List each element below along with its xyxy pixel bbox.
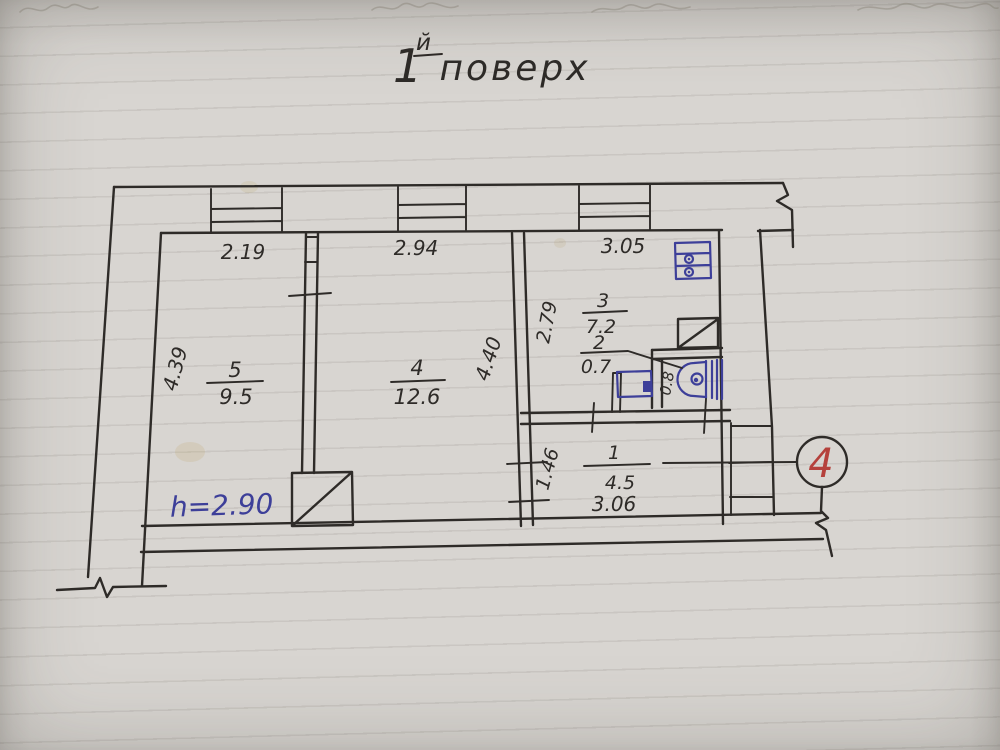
- kitchen-area: 7.2: [586, 316, 616, 338]
- hall-label: 1 4.5: [583, 442, 651, 494]
- inner-wall-left: [140, 231, 163, 588]
- toilet: [676, 358, 724, 434]
- hall-fraction-bar: [583, 463, 651, 467]
- room5-area: 9.5: [219, 385, 252, 409]
- stove-burner: [683, 253, 695, 265]
- wc-area: 0.7: [581, 356, 611, 378]
- hall-left-door-jambs: [506, 461, 550, 503]
- window-room5: [210, 187, 283, 234]
- dim-room5-width: 2.19: [221, 240, 266, 264]
- toilet-bowl-inner: [690, 372, 704, 386]
- corner-unit: [676, 316, 720, 350]
- furnace: [290, 470, 355, 528]
- room5-label: 5 9.5: [206, 358, 264, 409]
- gas-stove: [673, 240, 713, 281]
- corner-unit-glyph: [676, 316, 720, 350]
- wall-room5-room4-tick: [288, 292, 332, 297]
- title-floor-number: 1: [393, 39, 422, 93]
- wall-room4-kitchen: [510, 231, 535, 528]
- dim-room5-depth: 4.39: [158, 344, 193, 393]
- wall-room5-room4-joints: [304, 236, 319, 263]
- stove-burner: [683, 266, 695, 278]
- building-outline: [55, 181, 834, 599]
- sink-outline: [615, 369, 654, 399]
- dim-room4-depth: 4.40: [470, 334, 507, 384]
- outer-wall-top: [112, 181, 785, 189]
- toilet-tank: [704, 358, 724, 401]
- stove-outline: [673, 240, 713, 281]
- title-floor-word: поверх: [439, 48, 590, 89]
- pencil-scribble: [371, 2, 459, 11]
- toilet-bowl-dot: [693, 377, 699, 383]
- interior-walls: [288, 231, 732, 528]
- window-room4: [397, 185, 467, 232]
- stove-burner-dot: [687, 257, 691, 261]
- pencil-scribble: [591, 3, 691, 13]
- outer-wall-bottom: [139, 537, 825, 554]
- title: 1 й поверх: [393, 30, 590, 93]
- porch-top-wall: [756, 228, 795, 233]
- ceiling-height-note: h=2.90: [169, 487, 274, 524]
- toilet-drain-line: [703, 398, 707, 434]
- dim-hall-width: 3.06: [592, 492, 637, 516]
- room4-area: 12.6: [394, 385, 441, 409]
- room5-number: 5: [228, 358, 241, 382]
- stain: [554, 238, 566, 248]
- windows: [210, 184, 651, 234]
- window-glyph: [578, 184, 651, 231]
- porch-right-wall: [758, 228, 776, 517]
- dim-wc-width: 0.8: [656, 370, 678, 397]
- room5-fraction-bar: [206, 380, 264, 384]
- apartment-number: 4: [808, 441, 833, 487]
- room4-fraction-bar: [390, 379, 446, 383]
- badge-leader-line: [662, 461, 798, 464]
- wall-break-top-right: [775, 181, 795, 249]
- wall-kitchen-hall: [519, 408, 732, 426]
- wc-number: 2: [593, 332, 605, 354]
- wc-label: 2 0.7: [580, 332, 683, 378]
- hall-area: 4.5: [605, 472, 635, 494]
- inner-wall-bottom: [140, 511, 823, 528]
- hall-number: 1: [608, 442, 620, 464]
- stove-burner-dot: [687, 270, 691, 274]
- dim-kitchen-depth: 2.79: [532, 299, 562, 345]
- inner-wall-top: [159, 228, 724, 235]
- wc-top-wall: [650, 346, 724, 361]
- wall-room5-room4: [300, 231, 320, 475]
- window-glyph: [210, 187, 283, 234]
- kitchen-label: 3 7.2: [582, 290, 628, 338]
- dim-room4-width: 2.94: [394, 236, 439, 260]
- sink-tap: [643, 381, 652, 392]
- pencil-scribble: [857, 2, 999, 11]
- window-glyph: [397, 185, 467, 232]
- room4-number: 4: [410, 356, 423, 380]
- apartment-number-badge: 4: [662, 435, 849, 489]
- sink: [615, 369, 654, 399]
- dim-hall-depth: 1.46: [532, 446, 564, 493]
- faint-handwriting: [19, 2, 999, 13]
- wc-fraction-bar-and-leader: [580, 350, 683, 369]
- kitchen-fraction-bar: [582, 310, 628, 314]
- paper-stains: [175, 181, 566, 462]
- wall-break-bottom-right: [814, 485, 834, 558]
- kitchen-number: 3: [597, 290, 609, 312]
- stain: [175, 442, 205, 462]
- dim-kitchen-width: 3.05: [601, 234, 646, 258]
- furnace-glyph: [290, 470, 355, 528]
- room-labels: 5 9.5 4 12.6 3 7.2 2 0.7 1 4.5: [206, 290, 683, 494]
- badge-circle: [795, 435, 849, 489]
- title-floor-suffix: й: [416, 30, 431, 56]
- window-kitchen: [578, 184, 651, 231]
- outer-wall-left: [86, 185, 116, 579]
- room4-label: 4 12.6: [390, 356, 446, 409]
- title-suffix-underline: [413, 53, 443, 57]
- toilet-bowl: [676, 360, 708, 399]
- wall-break-bottom-left: [55, 576, 168, 599]
- pencil-scribble: [19, 3, 99, 13]
- kitchen-hall-door-jamb: [591, 402, 595, 433]
